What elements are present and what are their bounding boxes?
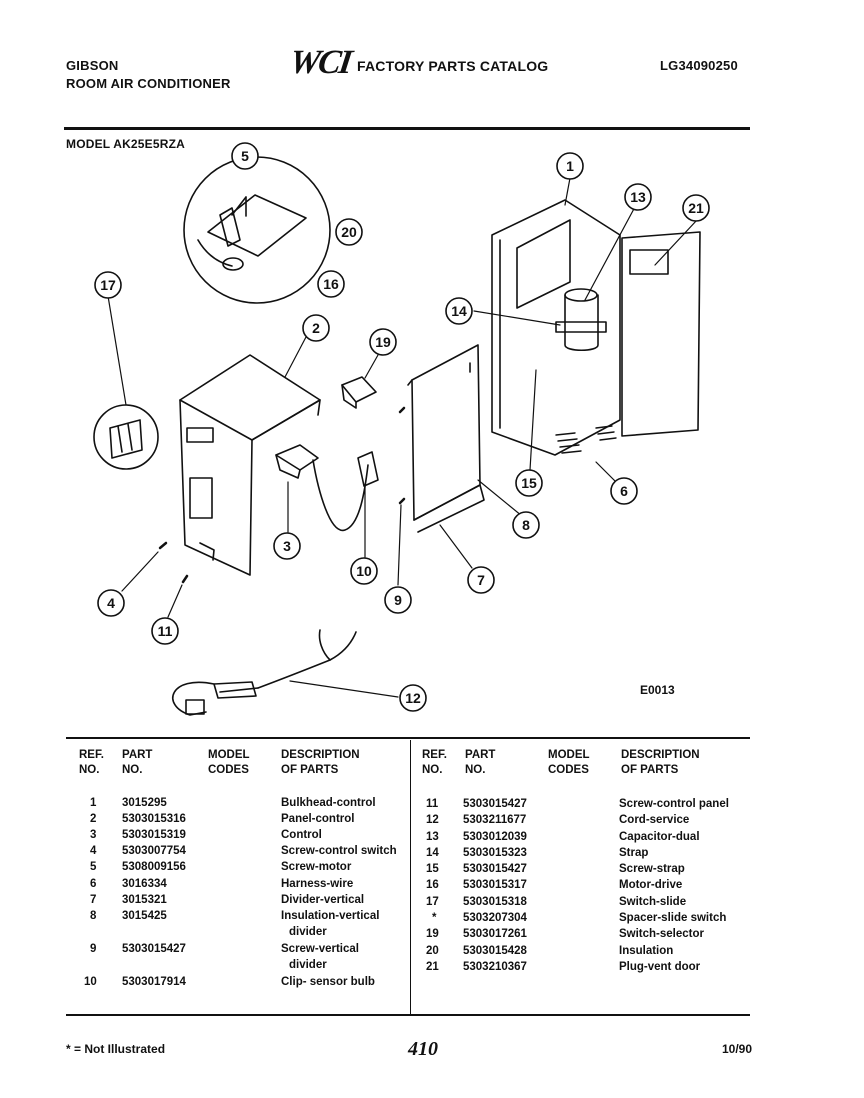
exploded-parts-diagram: 5 20 16 17 2 19 1 13 21 14 15 6 8 3 10 7… <box>93 142 710 716</box>
not-illustrated-note: * = Not Illustrated <box>66 1042 166 1056</box>
callout-3-circle <box>273 532 301 560</box>
selector-switch <box>341 376 377 403</box>
service-cord <box>257 631 357 689</box>
header-ref: REF.NO. <box>79 749 104 776</box>
callout-19-circle <box>369 328 397 356</box>
callout-16: 16 <box>323 276 339 292</box>
callout-15: 15 <box>521 475 537 491</box>
callout-9-circle <box>384 586 412 614</box>
callout-1-circle <box>556 152 584 180</box>
sensor-clip <box>357 451 379 487</box>
control-panel-front <box>179 399 253 576</box>
bulkhead-window <box>516 219 571 309</box>
callout-8: 8 <box>522 517 530 533</box>
motor-inset-circle <box>183 156 331 304</box>
callout-4: 4 <box>107 595 115 611</box>
switch-slide-inset <box>93 404 159 470</box>
callout-2-circle <box>302 314 330 342</box>
callout-14: 14 <box>451 303 467 319</box>
bulkhead-control <box>491 199 621 456</box>
screw-11 <box>181 574 189 584</box>
callout-20: 20 <box>341 224 357 240</box>
callout-11-circle <box>151 617 179 645</box>
screw-4 <box>158 541 168 550</box>
capacitor-strap <box>555 321 607 333</box>
catalog-code: LG34090250 <box>660 58 738 73</box>
motor-drive-shape <box>222 257 244 271</box>
model-label: MODEL AK25E5RZA <box>66 137 186 151</box>
header-ref-right: REF.NO. <box>422 749 447 776</box>
catalog-title: FACTORY PARTS CATALOG <box>357 58 549 74</box>
callout-19: 19 <box>375 334 391 350</box>
callout-6-circle <box>610 477 638 505</box>
callout-13-circle <box>624 183 652 211</box>
revision-date: 10/90 <box>722 1042 753 1056</box>
insulation-plate <box>207 194 307 257</box>
table-top-rule <box>66 737 750 739</box>
callout-3: 3 <box>283 538 291 554</box>
diagram-code: E0013 <box>640 683 675 697</box>
callout-12-circle <box>399 684 427 712</box>
callout-2: 2 <box>312 320 320 336</box>
callout-7: 7 <box>477 572 485 588</box>
callout-1: 1 <box>566 158 574 174</box>
callout-14-circle <box>445 297 473 325</box>
table-divider <box>410 740 411 1014</box>
callout-16-circle <box>317 270 345 298</box>
callout-5-circle <box>231 142 259 170</box>
callout-9: 9 <box>394 592 402 608</box>
callout-4-circle <box>97 589 125 617</box>
callout-6: 6 <box>620 483 628 499</box>
callout-21: 21 <box>688 200 704 216</box>
callout-12: 12 <box>405 690 421 706</box>
table-bottom-rule <box>66 1014 750 1016</box>
plug-vent-door <box>621 231 701 437</box>
callout-17-circle <box>94 271 122 299</box>
callout-7-circle <box>467 566 495 594</box>
callout-8-circle <box>512 511 540 539</box>
screw-9 <box>398 497 406 505</box>
product-name: ROOM AIR CONDITIONER <box>66 76 231 91</box>
brand-name: GIBSON <box>66 58 119 73</box>
header-rule <box>64 127 750 130</box>
callout-5: 5 <box>241 148 249 164</box>
callout-11: 11 <box>158 623 173 639</box>
control-thermostat <box>275 444 319 471</box>
capacitor-dual <box>564 294 599 352</box>
callout-10-circle <box>350 557 378 585</box>
callout-21-circle <box>682 194 710 222</box>
harness-wire <box>555 432 582 454</box>
callout-10: 10 <box>356 563 372 579</box>
callout-20-circle <box>335 218 363 246</box>
callout-13: 13 <box>630 189 646 205</box>
callout-17: 17 <box>100 277 116 293</box>
page-number: 410 <box>408 1038 438 1060</box>
callout-15-circle <box>515 469 543 497</box>
divider-vertical <box>413 484 485 533</box>
